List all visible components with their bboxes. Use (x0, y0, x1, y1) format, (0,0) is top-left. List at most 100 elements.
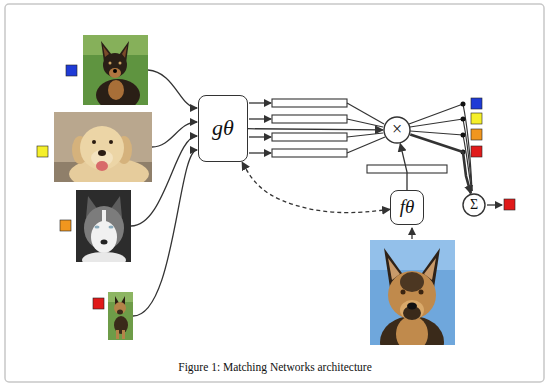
embedding-arrow (249, 152, 271, 153)
node-label: Σ (470, 197, 478, 212)
attention-wire (463, 119, 472, 191)
class-swatch (471, 98, 482, 157)
node-label: × (392, 120, 402, 140)
attention-wire (410, 119, 463, 127)
class-swatch (471, 129, 482, 140)
dog-photo (108, 80, 124, 100)
dog-photo (109, 62, 112, 65)
embedding-vector (272, 99, 347, 157)
dog-photo (396, 316, 428, 352)
dog-photo (109, 140, 113, 144)
dog-photo (98, 150, 106, 156)
embedding-vector (272, 133, 347, 141)
attention-wire (409, 104, 463, 124)
dog-photo (54, 112, 152, 190)
operator-outline (384, 117, 410, 143)
dog-photo (102, 210, 106, 226)
dog-photo (108, 292, 133, 340)
attention-wire (463, 135, 472, 191)
dog-photo (108, 292, 133, 340)
input-wire (131, 136, 197, 226)
merge-wire (347, 119, 383, 127)
input-wire (411, 228, 412, 239)
dog-photo (108, 292, 133, 340)
connector-arrow (248, 129, 383, 130)
class-swatch (37, 146, 48, 157)
node-label: fθ (400, 197, 415, 218)
class-swatch (504, 199, 515, 210)
attention-dot (461, 117, 466, 122)
class-swatch (471, 113, 482, 124)
embedding-arrow (249, 136, 271, 137)
dog-photo (96, 161, 108, 171)
dog-photo (419, 290, 424, 295)
product-operator: × (383, 116, 411, 144)
node-label: gθ (212, 116, 234, 140)
figure-caption: Figure 1: Matching Networks architecture (0, 361, 550, 373)
dog-photo (400, 272, 424, 292)
embedding-vector (367, 165, 447, 173)
sum-operator: Σ (462, 193, 486, 217)
attention-wire (410, 131, 463, 135)
dog-photo (83, 35, 148, 111)
dog-photo (388, 271, 436, 319)
operator-outline (463, 194, 485, 216)
dog-photo (109, 68, 121, 78)
dog-photo (113, 69, 117, 73)
dog-photo (400, 300, 424, 320)
dog-photo (76, 190, 131, 268)
class-swatch (93, 298, 104, 309)
merge-wire (347, 103, 384, 124)
dog-photo (407, 303, 417, 310)
dog-photo (76, 190, 131, 262)
embedding-vector (272, 149, 347, 157)
dog-photo (103, 53, 127, 77)
dog-photo (370, 240, 455, 368)
dog-photo (83, 35, 148, 111)
merge-wire (347, 137, 385, 153)
dog-photo (119, 62, 122, 65)
dog-photo (117, 310, 123, 315)
merge-wire (347, 133, 383, 137)
dog-photo (101, 240, 108, 245)
class-swatch (471, 146, 482, 157)
connector-arrow (400, 144, 407, 190)
dashed-connector (242, 162, 390, 213)
embedding-arrow (249, 102, 271, 103)
dog-photo (92, 140, 96, 144)
attention-dot (461, 102, 466, 107)
connector-arrow (410, 134, 471, 193)
dog-photo (54, 112, 152, 190)
input-wire (148, 70, 197, 108)
embedding-function-box: fθ (390, 190, 424, 225)
embedding-arrow (249, 103, 271, 153)
dog-photo (108, 292, 133, 302)
class-swatch (471, 98, 482, 109)
dog-photo (95, 226, 100, 229)
embedding-arrow (249, 118, 271, 119)
embedding-vector (272, 99, 347, 107)
dog-photo (80, 126, 124, 170)
embedding-function-box: gθ (198, 95, 248, 162)
dog-photo (370, 240, 455, 368)
dog-photo (401, 290, 406, 295)
class-swatch (60, 220, 71, 231)
dog-photo (83, 35, 148, 55)
dog-photo (114, 302, 126, 314)
embedding-vector (272, 115, 347, 123)
figure-frame (5, 4, 544, 382)
input-wire (152, 122, 197, 147)
dog-photo (109, 226, 114, 229)
attention-dot (461, 150, 466, 155)
attention-dot (461, 133, 466, 138)
attention-wire (409, 104, 472, 191)
dog-photo (370, 240, 455, 270)
dog-photo (96, 79, 140, 111)
merge-wire (347, 103, 385, 153)
dog-photo (116, 330, 119, 339)
input-wire (131, 70, 197, 316)
dog-photo (380, 316, 444, 368)
